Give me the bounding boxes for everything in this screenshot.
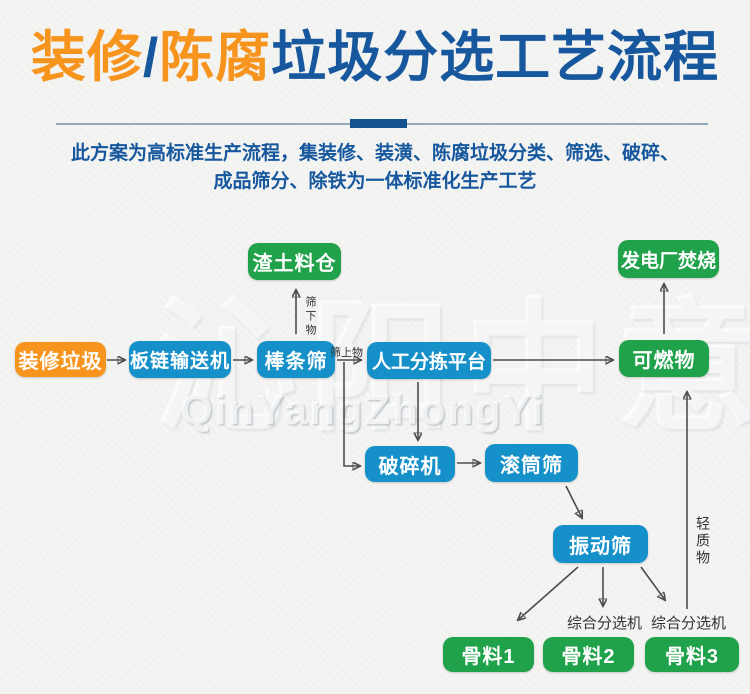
edge-label-shai-xia-wu: 筛下物 <box>304 296 316 338</box>
flow-node-banlian-shusongji: 板链输送机 <box>129 341 231 378</box>
flow-node-guntongshai: 滚筒筛 <box>485 444 578 482</box>
page-title: 装修/陈腐垃圾分选工艺流程 <box>0 22 750 92</box>
title-part-orange-2: 陈腐 <box>159 26 272 88</box>
flow-node-keranwu: 可燃物 <box>619 340 709 377</box>
edge-label-qing-zhi-wu: 轻质物 <box>695 516 711 567</box>
flow-node-zhatu-liaocang: 渣土料仓 <box>248 243 341 280</box>
edge-label-zonghe-fenxuanji-2: 综合分选机 <box>651 615 727 632</box>
flow-node-posuiji: 破碎机 <box>365 446 455 482</box>
edge-label-zonghe-fenxuanji-1: 综合分选机 <box>567 615 643 632</box>
flow-node-guliao-3: 骨料3 <box>645 637 739 672</box>
flow-node-guliao-2: 骨料2 <box>543 637 634 672</box>
divider-center-dash <box>350 119 407 128</box>
flow-node-zhuangxiu-laji: 装修垃圾 <box>15 342 106 377</box>
subtitle-line-2: 成品筛分、除铁为一体标准化生产工艺 <box>213 171 537 192</box>
subtitle: 此方案为高标准生产流程，集装修、装潢、陈腐垃圾分类、筛选、破碎、 成品筛分、除铁… <box>0 140 750 196</box>
title-slash: / <box>142 26 160 88</box>
edge-label-shai-shang-wu: 筛上物 <box>330 347 363 359</box>
flow-node-fadianchang-fenshao: 发电厂焚烧 <box>618 240 719 278</box>
arrow-zhendong-to-guliao3 <box>640 566 665 600</box>
flow-node-zhendongshai: 振动筛 <box>553 525 648 563</box>
arrow-zhendong-to-guliao1 <box>518 566 579 620</box>
title-part-blue: 垃圾分选工艺流程 <box>271 26 720 88</box>
arrow-branch-to-posui <box>343 362 360 466</box>
arrow-guntong-to-zhendong <box>565 485 582 518</box>
flow-node-rengong-fenjian-pingtai: 人工分拣平台 <box>367 342 491 379</box>
subtitle-line-1: 此方案为高标准生产流程，集装修、装潢、陈腐垃圾分类、筛选、破碎、 <box>70 143 679 164</box>
flow-node-guliao-1: 骨料1 <box>443 637 534 672</box>
flow-node-bangtiaoshai: 棒条筛 <box>257 341 335 378</box>
title-part-orange-1: 装修 <box>30 26 143 88</box>
